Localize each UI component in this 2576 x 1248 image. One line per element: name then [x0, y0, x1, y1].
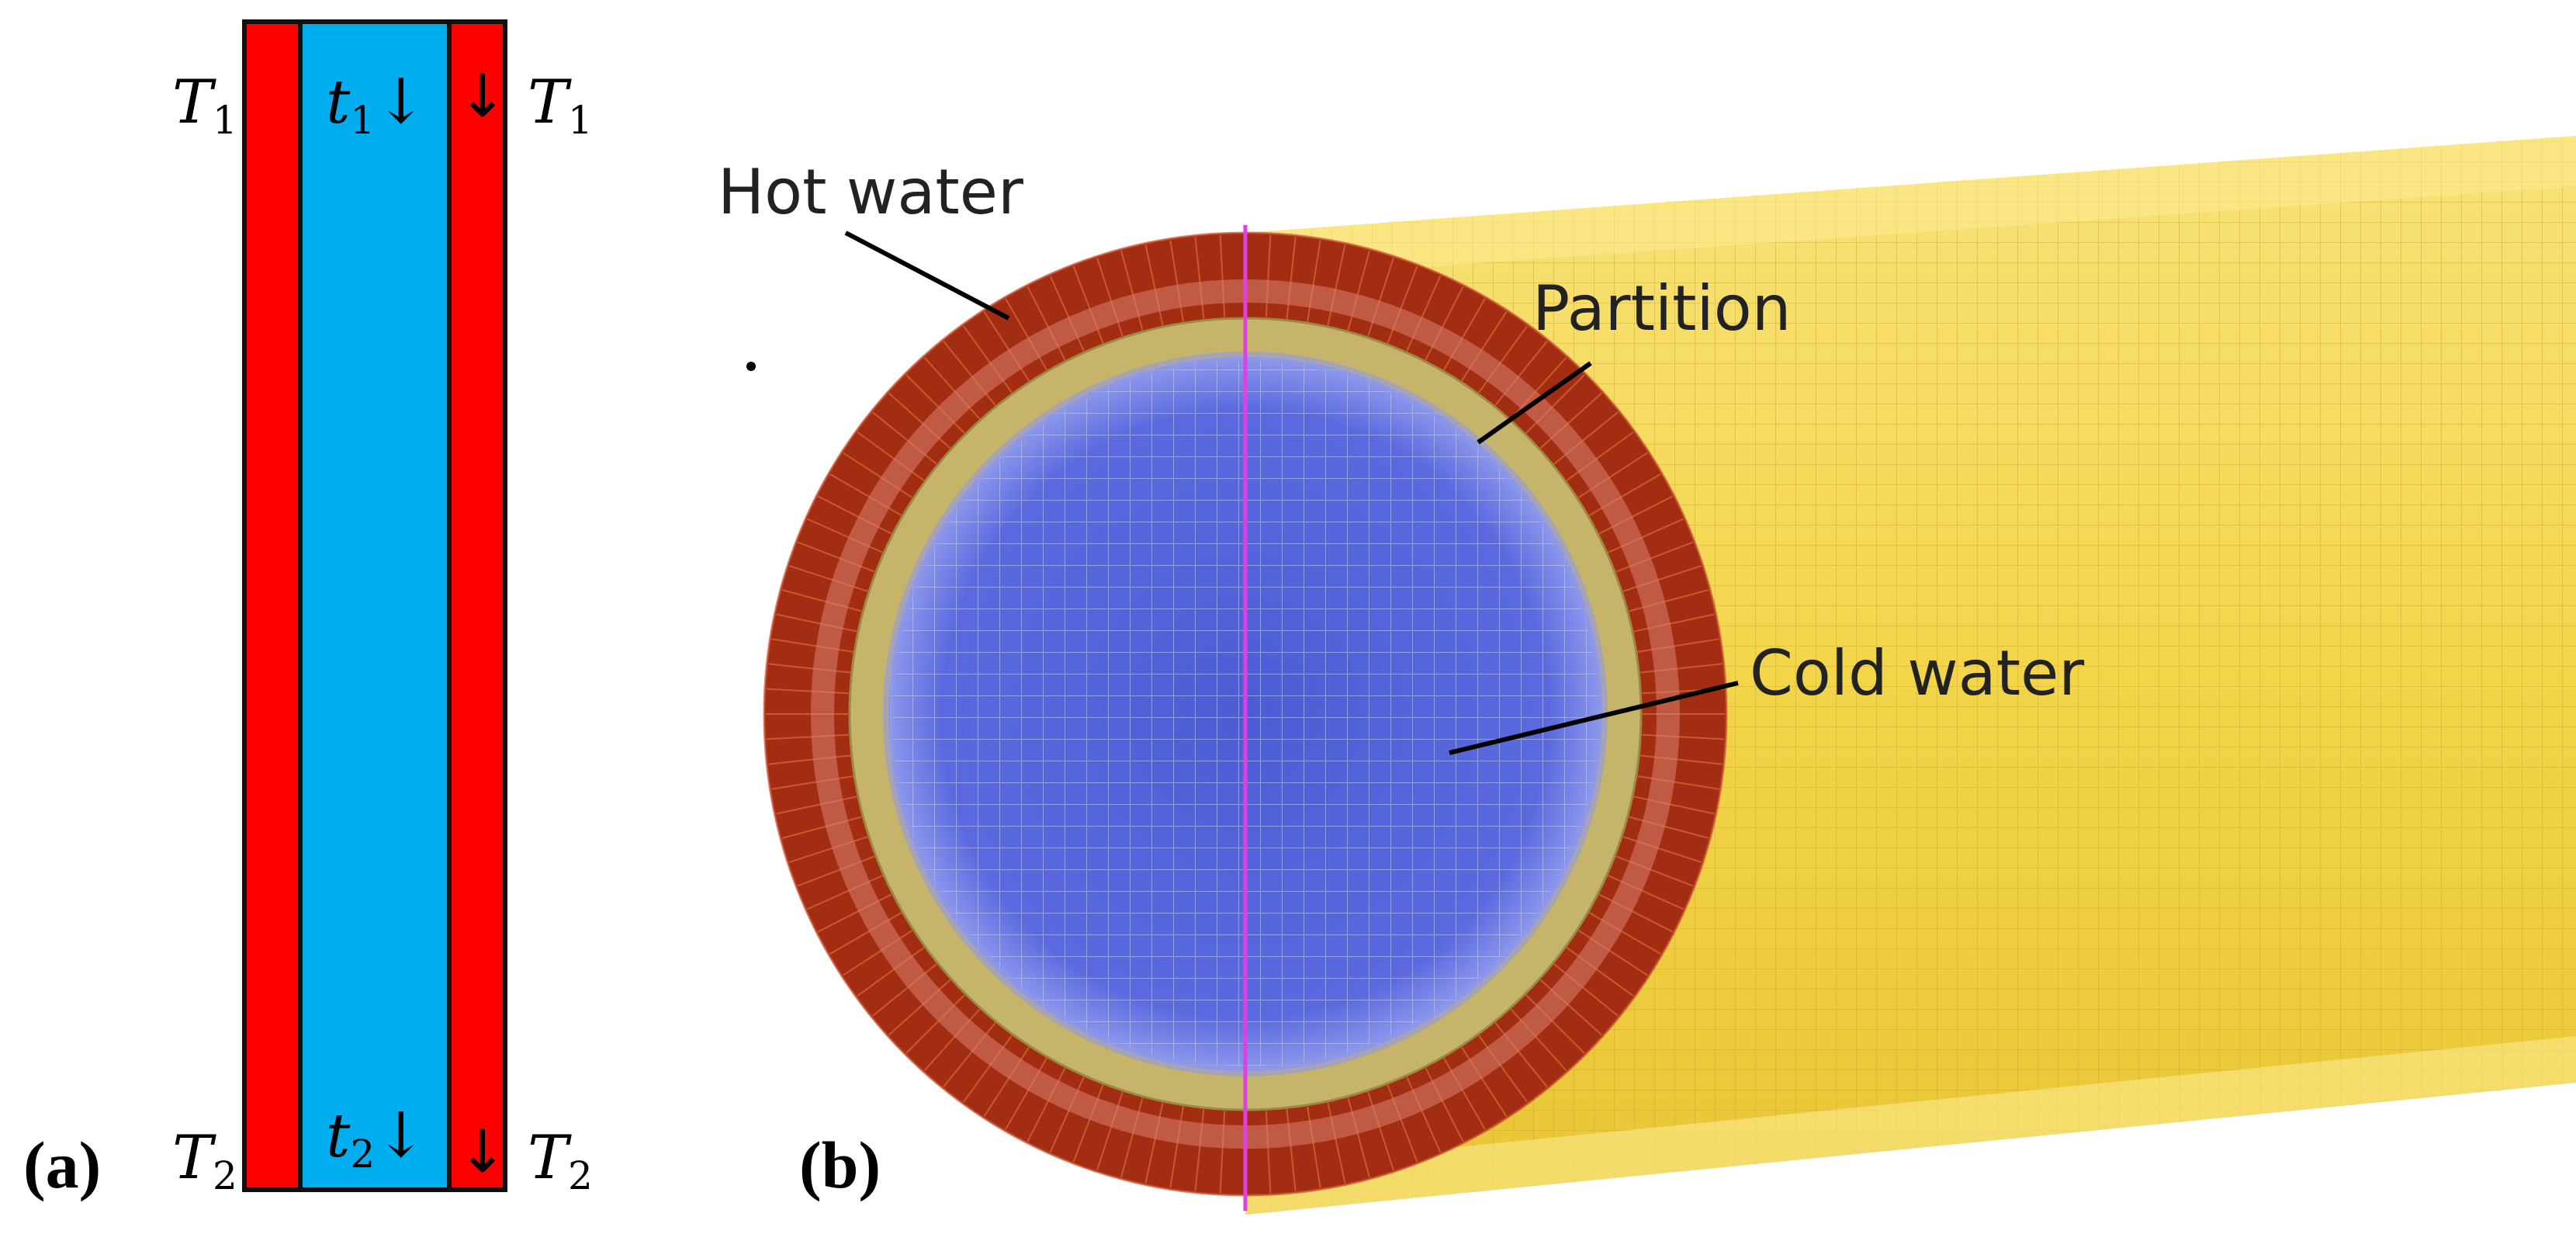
- cold-channel: [298, 19, 452, 1192]
- bottom-right-flow-arrow: ↓: [458, 1117, 507, 1186]
- label-bottom-cold-temperature: t2↓: [326, 1099, 427, 1177]
- top-right-flow-arrow: ↓: [458, 61, 507, 130]
- hot-water-leader: [844, 231, 1010, 321]
- label-bottom-left-temperature: T2: [172, 1123, 237, 1198]
- cold-water-label: Cold water: [1750, 637, 2084, 709]
- partition-label: Partition: [1532, 272, 1791, 345]
- stray-dot: [746, 362, 756, 371]
- partition-leader: [1477, 361, 1592, 445]
- label-top-right-temperature: T1: [528, 68, 593, 143]
- panel-a-label: (a): [23, 1128, 101, 1202]
- panel-b-label: (b): [799, 1128, 881, 1202]
- panel-b-mesh-model: Hot water Partition Cold water (b): [718, 136, 2576, 1215]
- label-top-cold-temperature: t1↓: [326, 65, 427, 143]
- hot-annulus-mesh: [766, 234, 1725, 1194]
- left-hot-channel: [242, 19, 303, 1192]
- right-hot-channel: [447, 19, 507, 1192]
- panel-a-diagram: T1 t1↓ ↓ T1 T2 t2↓ ↓ T2 (a): [23, 19, 593, 1202]
- label-bottom-right-temperature: T2: [528, 1123, 593, 1198]
- cold-water-leader: [1449, 681, 1739, 755]
- hot-water-label: Hot water: [718, 156, 1023, 228]
- label-top-left-temperature: T1: [172, 68, 237, 143]
